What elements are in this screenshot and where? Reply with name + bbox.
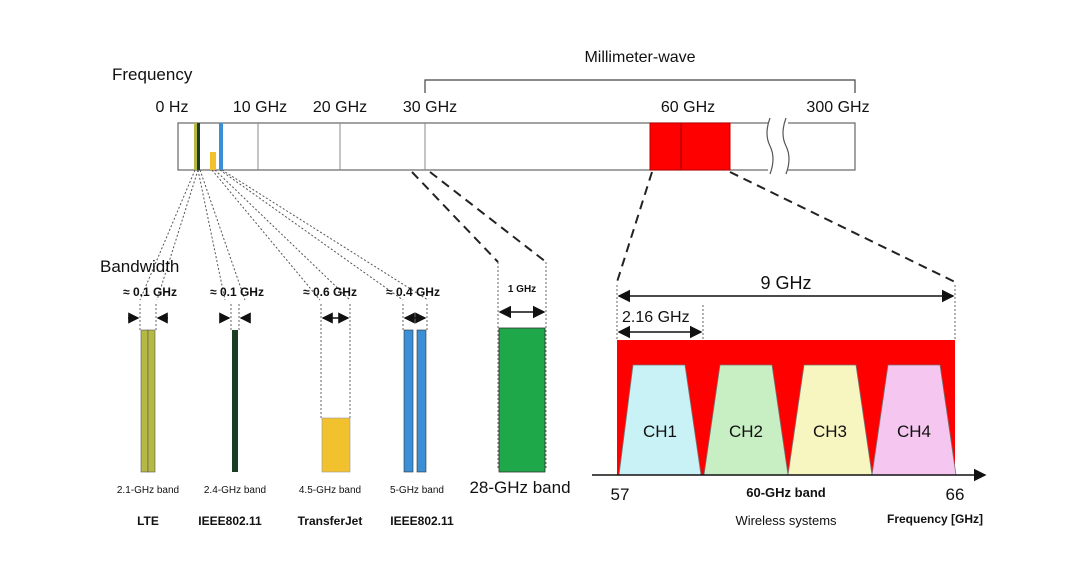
system-lte: ≈ 0.1 GHz 2.1-GHz band LTE bbox=[117, 285, 179, 528]
band60-total-bw: 9 GHz bbox=[760, 273, 811, 293]
band28-bw: 1 GHz bbox=[508, 284, 536, 295]
system-wlan24-bw: ≈ 0.1 GHz bbox=[210, 285, 264, 299]
mmwave-label: Millimeter-wave bbox=[584, 49, 695, 66]
system-wlan5: ≈ 0.4 GHz 5-GHz band IEEE802.11 bbox=[386, 285, 454, 528]
system-wlan5-bw: ≈ 0.4 GHz bbox=[386, 285, 440, 299]
zoom-lines-60ghz bbox=[616, 171, 956, 283]
spectrum-band-wlan24 bbox=[197, 123, 200, 170]
band28-bar bbox=[498, 327, 546, 473]
channel-ch2-label: CH2 bbox=[729, 422, 763, 441]
tick-30ghz: 30 GHz bbox=[403, 99, 457, 116]
system-wlan5-bar-a bbox=[403, 329, 414, 473]
system-wlan5-bar-b bbox=[416, 329, 427, 473]
system-transferjet-name: TransferJet bbox=[298, 514, 363, 528]
fan-lines bbox=[139, 169, 429, 301]
band60-channel-bw: 2.16 GHz bbox=[622, 309, 690, 326]
tick-10ghz: 10 GHz bbox=[233, 99, 287, 116]
system-lte-bar-b bbox=[147, 329, 156, 473]
band28-label: 28-GHz band bbox=[469, 478, 570, 497]
system-transferjet-bw: ≈ 0.6 GHz bbox=[303, 285, 357, 299]
band60-end: 66 bbox=[946, 485, 965, 504]
system-lte-band: 2.1-GHz band bbox=[117, 485, 179, 496]
channel-ch3-label: CH3 bbox=[813, 422, 847, 441]
system-transferjet: ≈ 0.6 GHz 4.5-GHz band TransferJet bbox=[298, 285, 363, 528]
spectrum-break-right bbox=[782, 117, 790, 175]
system-transferjet-bar bbox=[321, 417, 351, 473]
system-transferjet-band: 4.5-GHz band bbox=[299, 485, 361, 496]
system-wlan24-name: IEEE802.11 bbox=[198, 514, 262, 528]
band-28ghz: 1 GHz 28-GHz band bbox=[469, 262, 571, 497]
spectrum-band-60ghz bbox=[649, 122, 731, 171]
mmwave-bracket bbox=[424, 79, 856, 93]
tick-300ghz: 300 GHz bbox=[806, 99, 869, 116]
system-wlan5-band: 5-GHz band bbox=[390, 485, 444, 496]
band60-band-label: 60-GHz band bbox=[746, 485, 826, 500]
tick-0hz: 0 Hz bbox=[156, 99, 189, 116]
system-lte-name: LTE bbox=[137, 514, 159, 528]
band60-systems-label: Wireless systems bbox=[735, 513, 837, 528]
zoom-lines-28ghz bbox=[411, 171, 547, 263]
spectrum-break-gap bbox=[768, 115, 788, 177]
band60-axis-label: Frequency [GHz] bbox=[887, 512, 983, 526]
band-60ghz: 9 GHz 2.16 GHz CH1 CH2 CH3 CH4 57 66 60-… bbox=[592, 273, 987, 528]
spectrum-band-transferjet bbox=[210, 152, 216, 170]
spectrum-break-left bbox=[766, 117, 774, 175]
spectrum-band-lte bbox=[194, 123, 197, 170]
channel-ch4-label: CH4 bbox=[897, 422, 931, 441]
spectrum-bar bbox=[177, 122, 856, 171]
tick-20ghz: 20 GHz bbox=[313, 99, 367, 116]
system-wlan24-band: 2.4-GHz band bbox=[204, 485, 266, 496]
band60-start: 57 bbox=[611, 485, 630, 504]
system-lte-bw: ≈ 0.1 GHz bbox=[123, 285, 177, 299]
system-wlan5-name: IEEE802.11 bbox=[390, 514, 454, 528]
channel-ch1-label: CH1 bbox=[643, 422, 677, 441]
system-wlan24-bar bbox=[232, 330, 238, 472]
bandwidth-title: Bandwidth bbox=[100, 257, 179, 276]
system-lte-bar-a bbox=[140, 329, 149, 473]
system-wlan24: ≈ 0.1 GHz 2.4-GHz band IEEE802.11 bbox=[198, 285, 266, 528]
tick-60ghz: 60 GHz bbox=[661, 99, 715, 116]
spectrum-band-wlan5 bbox=[219, 123, 223, 170]
frequency-title: Frequency bbox=[112, 65, 193, 84]
